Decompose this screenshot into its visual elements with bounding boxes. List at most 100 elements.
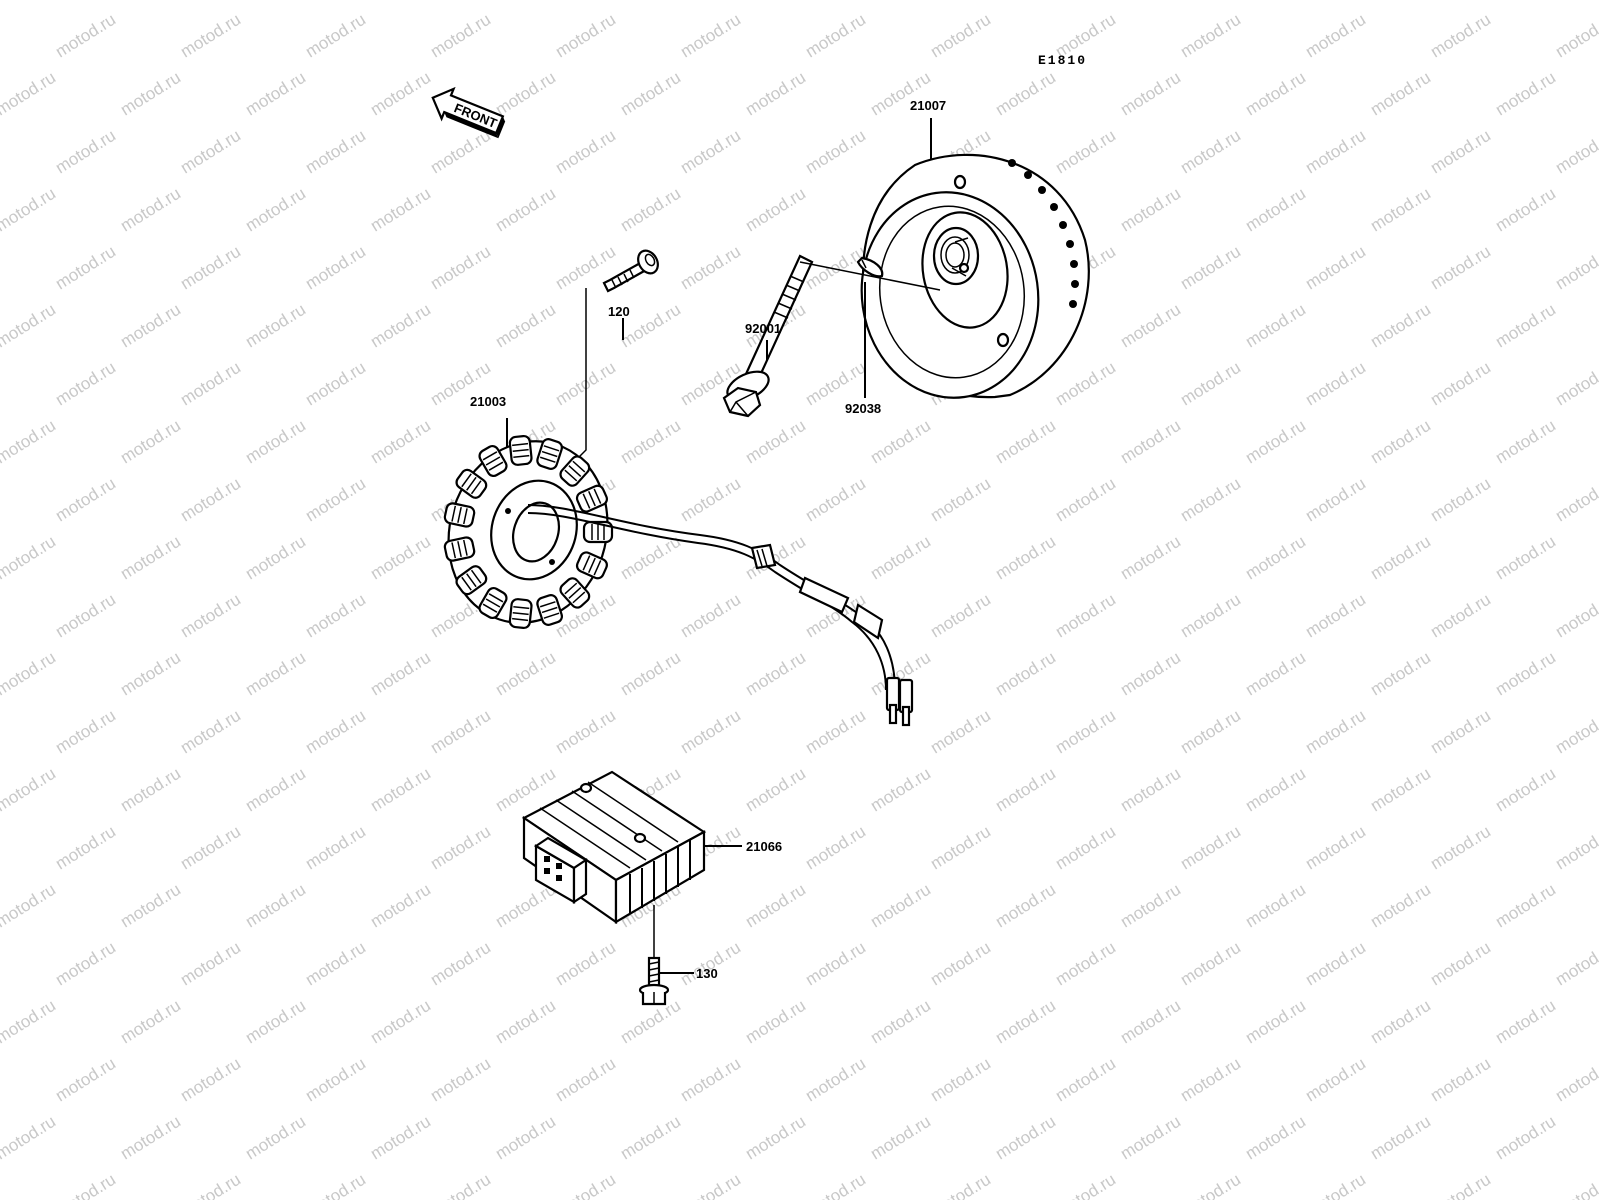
- watermark-text: motod.ru: [992, 0, 1059, 3]
- watermark-text: motod.ru: [742, 648, 809, 700]
- watermark-text: motod.ru: [302, 126, 369, 178]
- watermark-text: motod.ru: [427, 1170, 494, 1200]
- watermark-text: motod.ru: [1367, 416, 1434, 468]
- watermark-text: motod.ru: [117, 648, 184, 700]
- watermark-text: motod.ru: [1552, 590, 1600, 642]
- watermark-text: motod.ru: [552, 10, 619, 62]
- diagram-code: E1810: [1038, 53, 1087, 68]
- watermark-text: motod.ru: [52, 358, 119, 410]
- watermark-text: motod.ru: [1427, 474, 1494, 526]
- watermark-text: motod.ru: [992, 996, 1059, 1048]
- watermark-text: motod.ru: [0, 416, 59, 468]
- watermark-text: motod.ru: [52, 822, 119, 874]
- stator-winding-line: [572, 591, 586, 604]
- watermark-text: motod.ru: [52, 1170, 119, 1200]
- watermark-text: motod.ru: [0, 532, 59, 584]
- watermark-text: motod.ru: [1552, 474, 1600, 526]
- watermark-text: motod.ru: [1552, 1054, 1600, 1106]
- watermark-text: motod.ru: [992, 764, 1059, 816]
- stator-winding-line: [582, 493, 591, 509]
- stator-winding-line: [543, 612, 560, 619]
- watermark-text: motod.ru: [177, 1170, 244, 1200]
- watermark-text: motod.ru: [1117, 0, 1184, 3]
- watermark-text: motod.ru: [927, 474, 994, 526]
- watermark-text: motod.ru: [677, 1170, 744, 1200]
- watermark-text: motod.ru: [1052, 1054, 1119, 1106]
- watermark-text: motod.ru: [117, 68, 184, 120]
- stator-winding-line: [457, 541, 462, 558]
- watermark-text: motod.ru: [1052, 822, 1119, 874]
- stator-winding-line: [564, 469, 578, 482]
- watermark-text: motod.ru: [117, 184, 184, 236]
- watermark-text: motod.ru: [177, 242, 244, 294]
- watermark-text: motod.ru: [302, 590, 369, 642]
- stator-winding-line: [568, 587, 582, 599]
- watermark-text: motod.ru: [0, 996, 59, 1048]
- watermark-text: motod.ru: [1242, 880, 1309, 932]
- flywheel-rotor: [860, 153, 1090, 399]
- watermark-text: motod.ru: [1492, 68, 1559, 120]
- stator-winding-line: [461, 473, 472, 488]
- watermark-text: motod.ru: [867, 532, 934, 584]
- watermark-text: motod.ru: [492, 648, 559, 700]
- watermark-text: motod.ru: [992, 880, 1059, 932]
- watermark-text: motod.ru: [927, 938, 994, 990]
- watermark-text: motod.ru: [867, 416, 934, 468]
- label-21007: 21007: [910, 98, 946, 113]
- watermark-text: motod.ru: [367, 0, 434, 3]
- watermark-text: motod.ru: [1242, 184, 1309, 236]
- watermark-text: motod.ru: [427, 822, 494, 874]
- watermark-text: motod.ru: [742, 1112, 809, 1164]
- stator-winding-line: [488, 593, 504, 603]
- watermark-text: motod.ru: [1552, 242, 1600, 294]
- watermark-text: motod.ru: [677, 938, 744, 990]
- watermark-text: motod.ru: [427, 10, 494, 62]
- watermark-text: motod.ru: [302, 474, 369, 526]
- watermark-text: motod.ru: [1302, 242, 1369, 294]
- watermark-text: motod.ru: [242, 996, 309, 1048]
- watermark-text: motod.ru: [117, 300, 184, 352]
- watermark-text: motod.ru: [242, 300, 309, 352]
- watermark-text: motod.ru: [0, 300, 59, 352]
- stator-winding-line: [568, 465, 582, 477]
- watermark-text: motod.ru: [1302, 358, 1369, 410]
- watermark-text: motod.ru: [177, 474, 244, 526]
- watermark-text: motod.ru: [1367, 184, 1434, 236]
- stator-winding-line: [539, 456, 556, 463]
- watermark-text: motod.ru: [1177, 706, 1244, 758]
- watermark-text: motod.ru: [677, 10, 744, 62]
- watermark-text: motod.ru: [1427, 126, 1494, 178]
- watermark-text: motod.ru: [1302, 1170, 1369, 1200]
- watermark-text: motod.ru: [1242, 648, 1309, 700]
- stator-poles: [443, 434, 614, 630]
- watermark-text: motod.ru: [802, 938, 869, 990]
- watermark-text: motod.ru: [927, 1054, 994, 1106]
- watermark-text: motod.ru: [992, 68, 1059, 120]
- watermark-text: motod.ru: [302, 1054, 369, 1106]
- watermark-text: motod.ru: [1177, 242, 1244, 294]
- regulator-rectifier: [521, 770, 707, 925]
- watermark-text: motod.ru: [0, 648, 59, 700]
- watermark-text: motod.ru: [367, 648, 434, 700]
- watermark-text: motod.ru: [177, 706, 244, 758]
- watermark-text: motod.ru: [367, 764, 434, 816]
- stator-winding-line: [466, 476, 477, 491]
- stator-winding-line: [572, 460, 586, 473]
- watermark-text: motod.ru: [1302, 822, 1369, 874]
- watermark-text: motod.ru: [177, 822, 244, 874]
- watermark-text: motod.ru: [1177, 1170, 1244, 1200]
- watermark-text: motod.ru: [1242, 764, 1309, 816]
- watermark-text: motod.ru: [677, 474, 744, 526]
- watermark-text: motod.ru: [177, 358, 244, 410]
- watermark-text: motod.ru: [1367, 300, 1434, 352]
- watermark-text: motod.ru: [1242, 68, 1309, 120]
- watermark-text: motod.ru: [367, 184, 434, 236]
- watermark-text: motod.ru: [1492, 648, 1559, 700]
- watermark-text: motod.ru: [1367, 996, 1434, 1048]
- watermark-text: motod.ru: [1052, 1170, 1119, 1200]
- watermark-text: motod.ru: [302, 242, 369, 294]
- stator-winding-line: [513, 454, 530, 458]
- watermark-text: motod.ru: [927, 706, 994, 758]
- watermark-text: motod.ru: [52, 706, 119, 758]
- watermark-text: motod.ru: [1427, 590, 1494, 642]
